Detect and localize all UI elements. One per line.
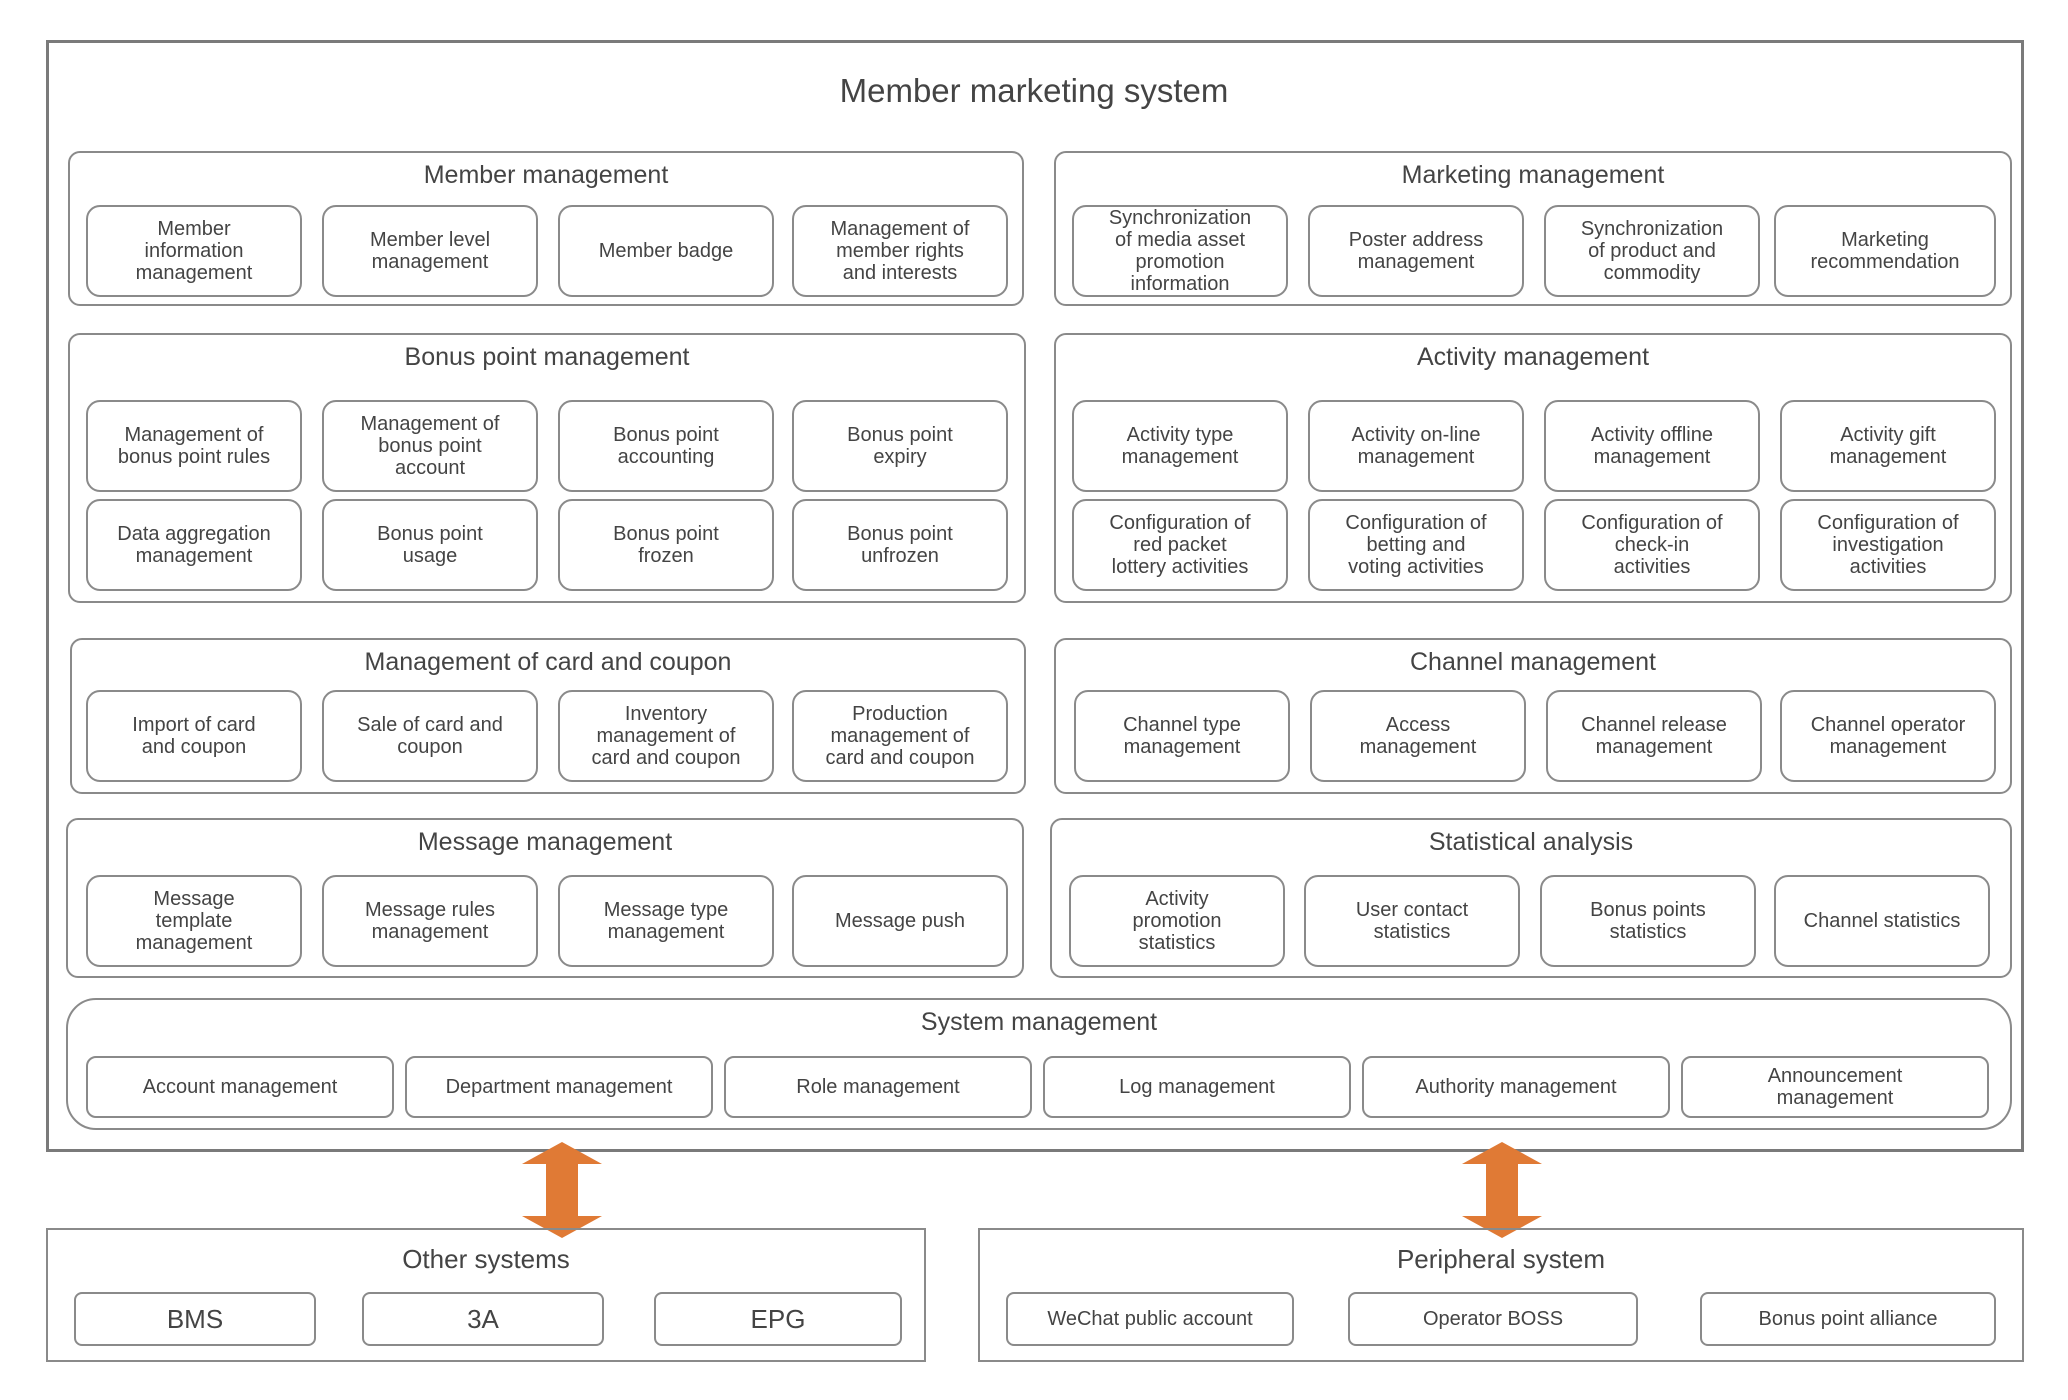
group-bonus-point-management: Bonus point management <box>68 333 1026 603</box>
module-bonus-unfrozen: Bonus point unfrozen <box>792 499 1008 591</box>
module-message-type: Message type management <box>558 875 774 967</box>
module-bonus-frozen: Bonus point frozen <box>558 499 774 591</box>
other-systems-title: Other systems <box>402 1244 570 1274</box>
module-bonus-rules: Management of bonus point rules <box>86 400 302 492</box>
module-message-push: Message push <box>792 875 1008 967</box>
module-announcement: Announcement management <box>1681 1056 1989 1118</box>
module-message-rules: Message rules management <box>322 875 538 967</box>
module-card-sale: Sale of card and coupon <box>322 690 538 782</box>
module-account: Account management <box>86 1056 394 1118</box>
module-activity-promotion-statistics: Activity promotion statistics <box>1069 875 1285 967</box>
module-member-rights: Management of member rights and interest… <box>792 205 1008 297</box>
module-activity-gift: Activity gift management <box>1780 400 1996 492</box>
bidirectional-arrow-right <box>1462 1142 1542 1238</box>
group-title: System management <box>920 1008 1158 1036</box>
module-bonus-points-statistics: Bonus points statistics <box>1540 875 1756 967</box>
system-bonus-point-alliance: Bonus point alliance <box>1700 1292 1996 1346</box>
group-title: Message management <box>417 828 673 856</box>
module-authority: Authority management <box>1362 1056 1670 1118</box>
module-member-badge: Member badge <box>558 205 774 297</box>
module-media-asset-sync: Synchronization of media asset promotion… <box>1072 205 1288 297</box>
module-marketing-recommendation: Marketing recommendation <box>1774 205 1996 297</box>
group-title: Member management <box>423 161 669 189</box>
other-systems-frame <box>46 1228 926 1362</box>
module-bonus-accounting: Bonus point accounting <box>558 400 774 492</box>
module-card-production: Production management of card and coupon <box>792 690 1008 782</box>
module-check-in: Configuration of check-in activities <box>1544 499 1760 591</box>
group-channel-management: Channel management <box>1054 638 2012 794</box>
module-member-information: Member information management <box>86 205 302 297</box>
system-bms: BMS <box>74 1292 316 1346</box>
arrow-shape <box>522 1142 602 1238</box>
group-title: Statistical analysis <box>1428 828 1634 856</box>
module-channel-statistics: Channel statistics <box>1774 875 1990 967</box>
module-channel-release: Channel release management <box>1546 690 1762 782</box>
group-title: Management of card and coupon <box>364 648 732 676</box>
group-statistical-analysis: Statistical analysis <box>1050 818 2012 978</box>
module-access: Access management <box>1310 690 1526 782</box>
module-department: Department management <box>405 1056 713 1118</box>
bidirectional-arrow-left <box>522 1142 602 1238</box>
module-red-packet-lottery: Configuration of red packet lottery acti… <box>1072 499 1288 591</box>
arrow-shape <box>1462 1142 1542 1238</box>
module-log: Log management <box>1043 1056 1351 1118</box>
module-card-import: Import of card and coupon <box>86 690 302 782</box>
module-betting-voting: Configuration of betting and voting acti… <box>1308 499 1524 591</box>
module-poster-address: Poster address management <box>1308 205 1524 297</box>
module-channel-operator: Channel operator management <box>1780 690 1996 782</box>
group-system-management: System management <box>66 998 2012 1130</box>
system-wechat-public-account: WeChat public account <box>1006 1292 1294 1346</box>
group-marketing-management: Marketing management <box>1054 151 2012 306</box>
group-card-coupon-management: Management of card and coupon <box>70 638 1026 794</box>
peripheral-system-frame <box>978 1228 2024 1362</box>
peripheral-system-title: Peripheral system <box>1396 1244 1606 1274</box>
system-operator-boss: Operator BOSS <box>1348 1292 1638 1346</box>
group-title: Bonus point management <box>404 343 690 371</box>
module-card-inventory: Inventory management of card and coupon <box>558 690 774 782</box>
system-epg: EPG <box>654 1292 902 1346</box>
module-data-aggregation: Data aggregation management <box>86 499 302 591</box>
module-user-contact-statistics: User contact statistics <box>1304 875 1520 967</box>
module-member-level: Member level management <box>322 205 538 297</box>
module-channel-type: Channel type management <box>1074 690 1290 782</box>
member-marketing-system-frame <box>46 40 2024 1152</box>
group-member-management: Member management <box>68 151 1024 306</box>
module-activity-online: Activity on-line management <box>1308 400 1524 492</box>
group-activity-management: Activity management <box>1054 333 2012 603</box>
module-activity-type: Activity type management <box>1072 400 1288 492</box>
module-product-sync: Synchronization of product and commodity <box>1544 205 1760 297</box>
group-message-management: Message management <box>66 818 1024 978</box>
module-role: Role management <box>724 1056 1032 1118</box>
module-investigation: Configuration of investigation activitie… <box>1780 499 1996 591</box>
module-message-template: Message template management <box>86 875 302 967</box>
group-title: Activity management <box>1416 343 1650 371</box>
group-title: Channel management <box>1410 648 1656 676</box>
system-3a: 3A <box>362 1292 604 1346</box>
module-activity-offline: Activity offline management <box>1544 400 1760 492</box>
module-bonus-usage: Bonus point usage <box>322 499 538 591</box>
module-bonus-account: Management of bonus point account <box>322 400 538 492</box>
group-title: Marketing management <box>1401 161 1665 189</box>
module-bonus-expiry: Bonus point expiry <box>792 400 1008 492</box>
diagram-title: Member marketing system <box>839 72 1229 109</box>
